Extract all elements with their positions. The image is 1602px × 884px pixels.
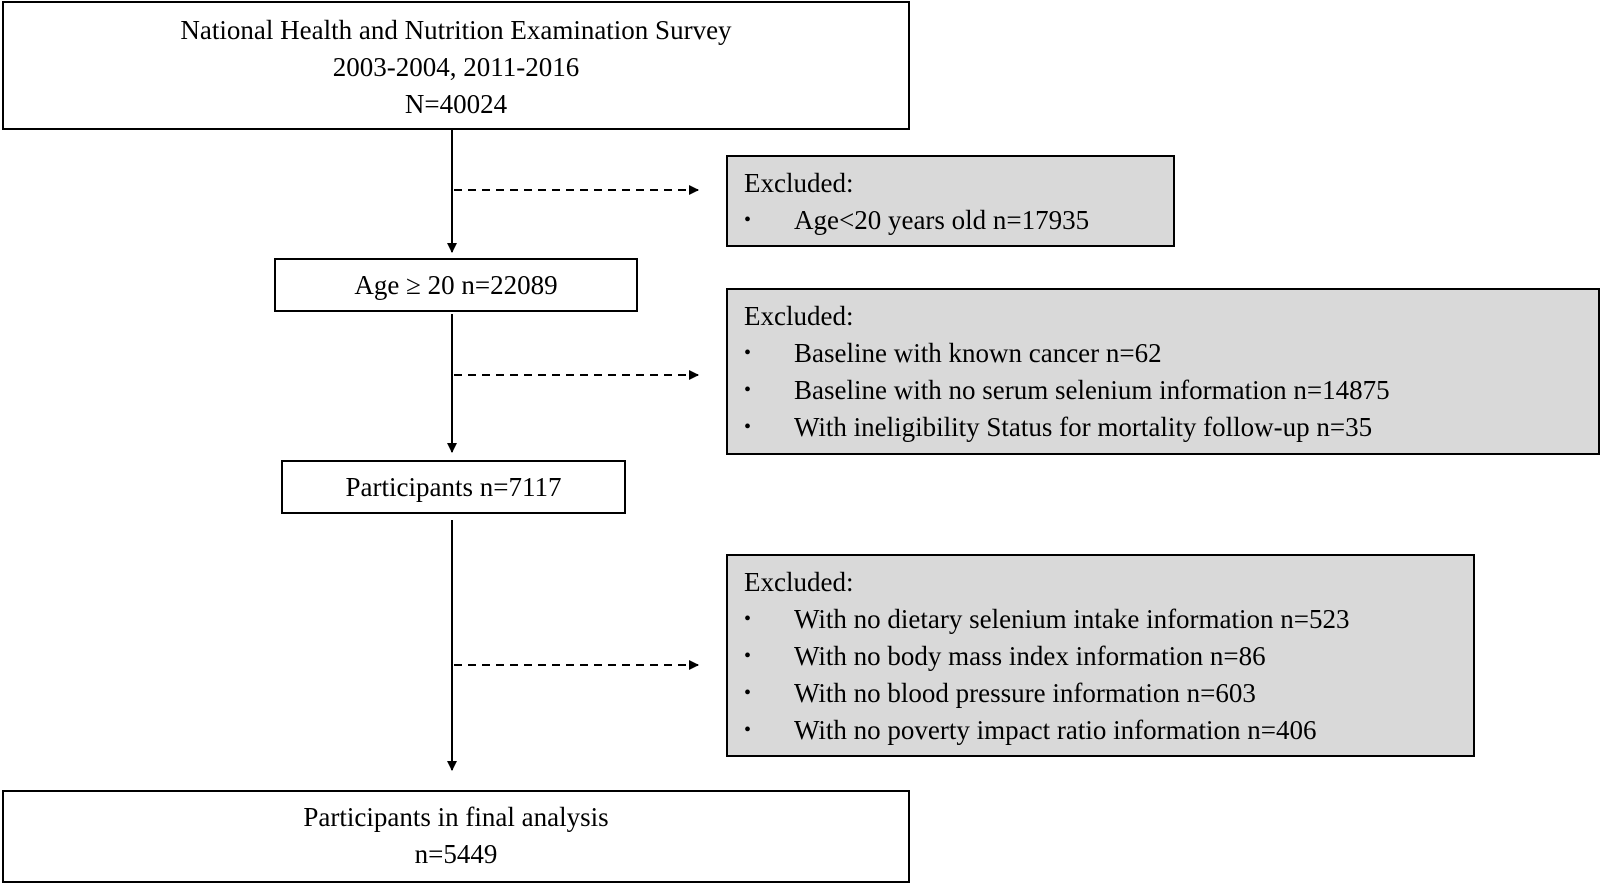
bullet-icon: • <box>744 416 752 438</box>
list-item: • With ineligibility Status for mortality… <box>744 409 1598 446</box>
exclusion-3-item-2: With no body mass index information n=86 <box>794 641 1266 671</box>
bullet-icon: • <box>744 719 752 741</box>
source-count: N=40024 <box>404 89 508 119</box>
exclusion-box-1: Excluded: • Age<20 years old n=17935 <box>726 155 1175 247</box>
final-analysis-box: Participants in final analysis n=5449 <box>2 790 910 883</box>
source-title: National Health and Nutrition Examinatio… <box>180 15 732 45</box>
participants-box: Participants n=7117 <box>281 460 626 514</box>
bullet-icon: • <box>744 209 752 231</box>
exclusion-3-item-3: With no blood pressure information n=603 <box>794 678 1256 708</box>
exclusion-3-heading: Excluded: <box>744 567 854 597</box>
list-item: • With no dietary selenium intake informa… <box>744 601 1473 638</box>
participants-text: Participants n=7117 <box>345 472 562 502</box>
list-item: • With no poverty impact ratio informatio… <box>744 712 1473 749</box>
exclusion-1-heading: Excluded: <box>744 168 854 198</box>
final-title: Participants in final analysis <box>303 802 609 832</box>
list-item: • With no body mass index information n=8… <box>744 638 1473 675</box>
exclusion-3-item-4: With no poverty impact ratio information… <box>794 715 1317 745</box>
list-item: • Baseline with known cancer n=62 <box>744 335 1598 372</box>
exclusion-box-3: Excluded: • With no dietary selenium inta… <box>726 554 1475 757</box>
list-item: • With no blood pressure information n=60… <box>744 675 1473 712</box>
exclusion-3-item-1: With no dietary selenium intake informat… <box>794 604 1350 634</box>
source-years: 2003-2004, 2011-2016 <box>332 52 580 82</box>
bullet-icon: • <box>744 645 752 667</box>
age-filter-box: Age ≥ 20 n=22089 <box>274 258 638 312</box>
age-filter-text: Age ≥ 20 n=22089 <box>354 270 558 300</box>
exclusion-1-list: • Age<20 years old n=17935 <box>744 202 1173 239</box>
exclusion-2-heading: Excluded: <box>744 301 854 331</box>
bullet-icon: • <box>744 682 752 704</box>
exclusion-1-item-1: Age<20 years old n=17935 <box>794 205 1090 235</box>
list-item: • Baseline with no serum selenium informa… <box>744 372 1598 409</box>
bullet-icon: • <box>744 608 752 630</box>
source-population-box: National Health and Nutrition Examinatio… <box>2 1 910 130</box>
exclusion-box-2: Excluded: • Baseline with known cancer n=… <box>726 288 1600 455</box>
list-item: • Age<20 years old n=17935 <box>744 202 1173 239</box>
exclusion-3-list: • With no dietary selenium intake informa… <box>744 601 1473 749</box>
exclusion-2-item-1: Baseline with known cancer n=62 <box>794 338 1162 368</box>
exclusion-2-item-3: With ineligibility Status for mortality … <box>794 412 1373 442</box>
bullet-icon: • <box>744 342 752 364</box>
bullet-icon: • <box>744 379 752 401</box>
exclusion-2-list: • Baseline with known cancer n=62 • Baseli… <box>744 335 1598 446</box>
exclusion-2-item-2: Baseline with no serum selenium informat… <box>794 375 1390 405</box>
final-count: n=5449 <box>414 839 498 869</box>
